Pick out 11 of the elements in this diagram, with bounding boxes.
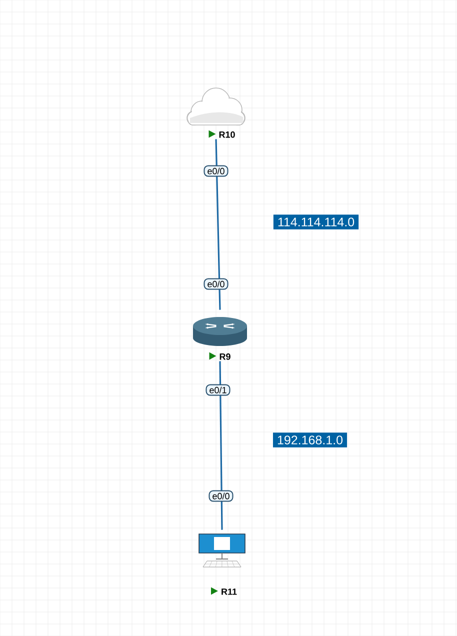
interface-label: e0/0: [204, 278, 228, 290]
device-label: R11: [211, 587, 237, 595]
device-label: R9: [209, 352, 230, 360]
device-label: R10: [208, 130, 235, 138]
interface-label: e0/0: [208, 490, 234, 502]
interface-label: e0/0: [204, 165, 228, 177]
link-line: [219, 361, 223, 530]
network-label: 192.168.1.0: [272, 432, 348, 448]
network-label: 114.114.114.0: [273, 214, 359, 230]
interface-label: e0/1: [206, 384, 230, 396]
link-line: [215, 139, 221, 310]
